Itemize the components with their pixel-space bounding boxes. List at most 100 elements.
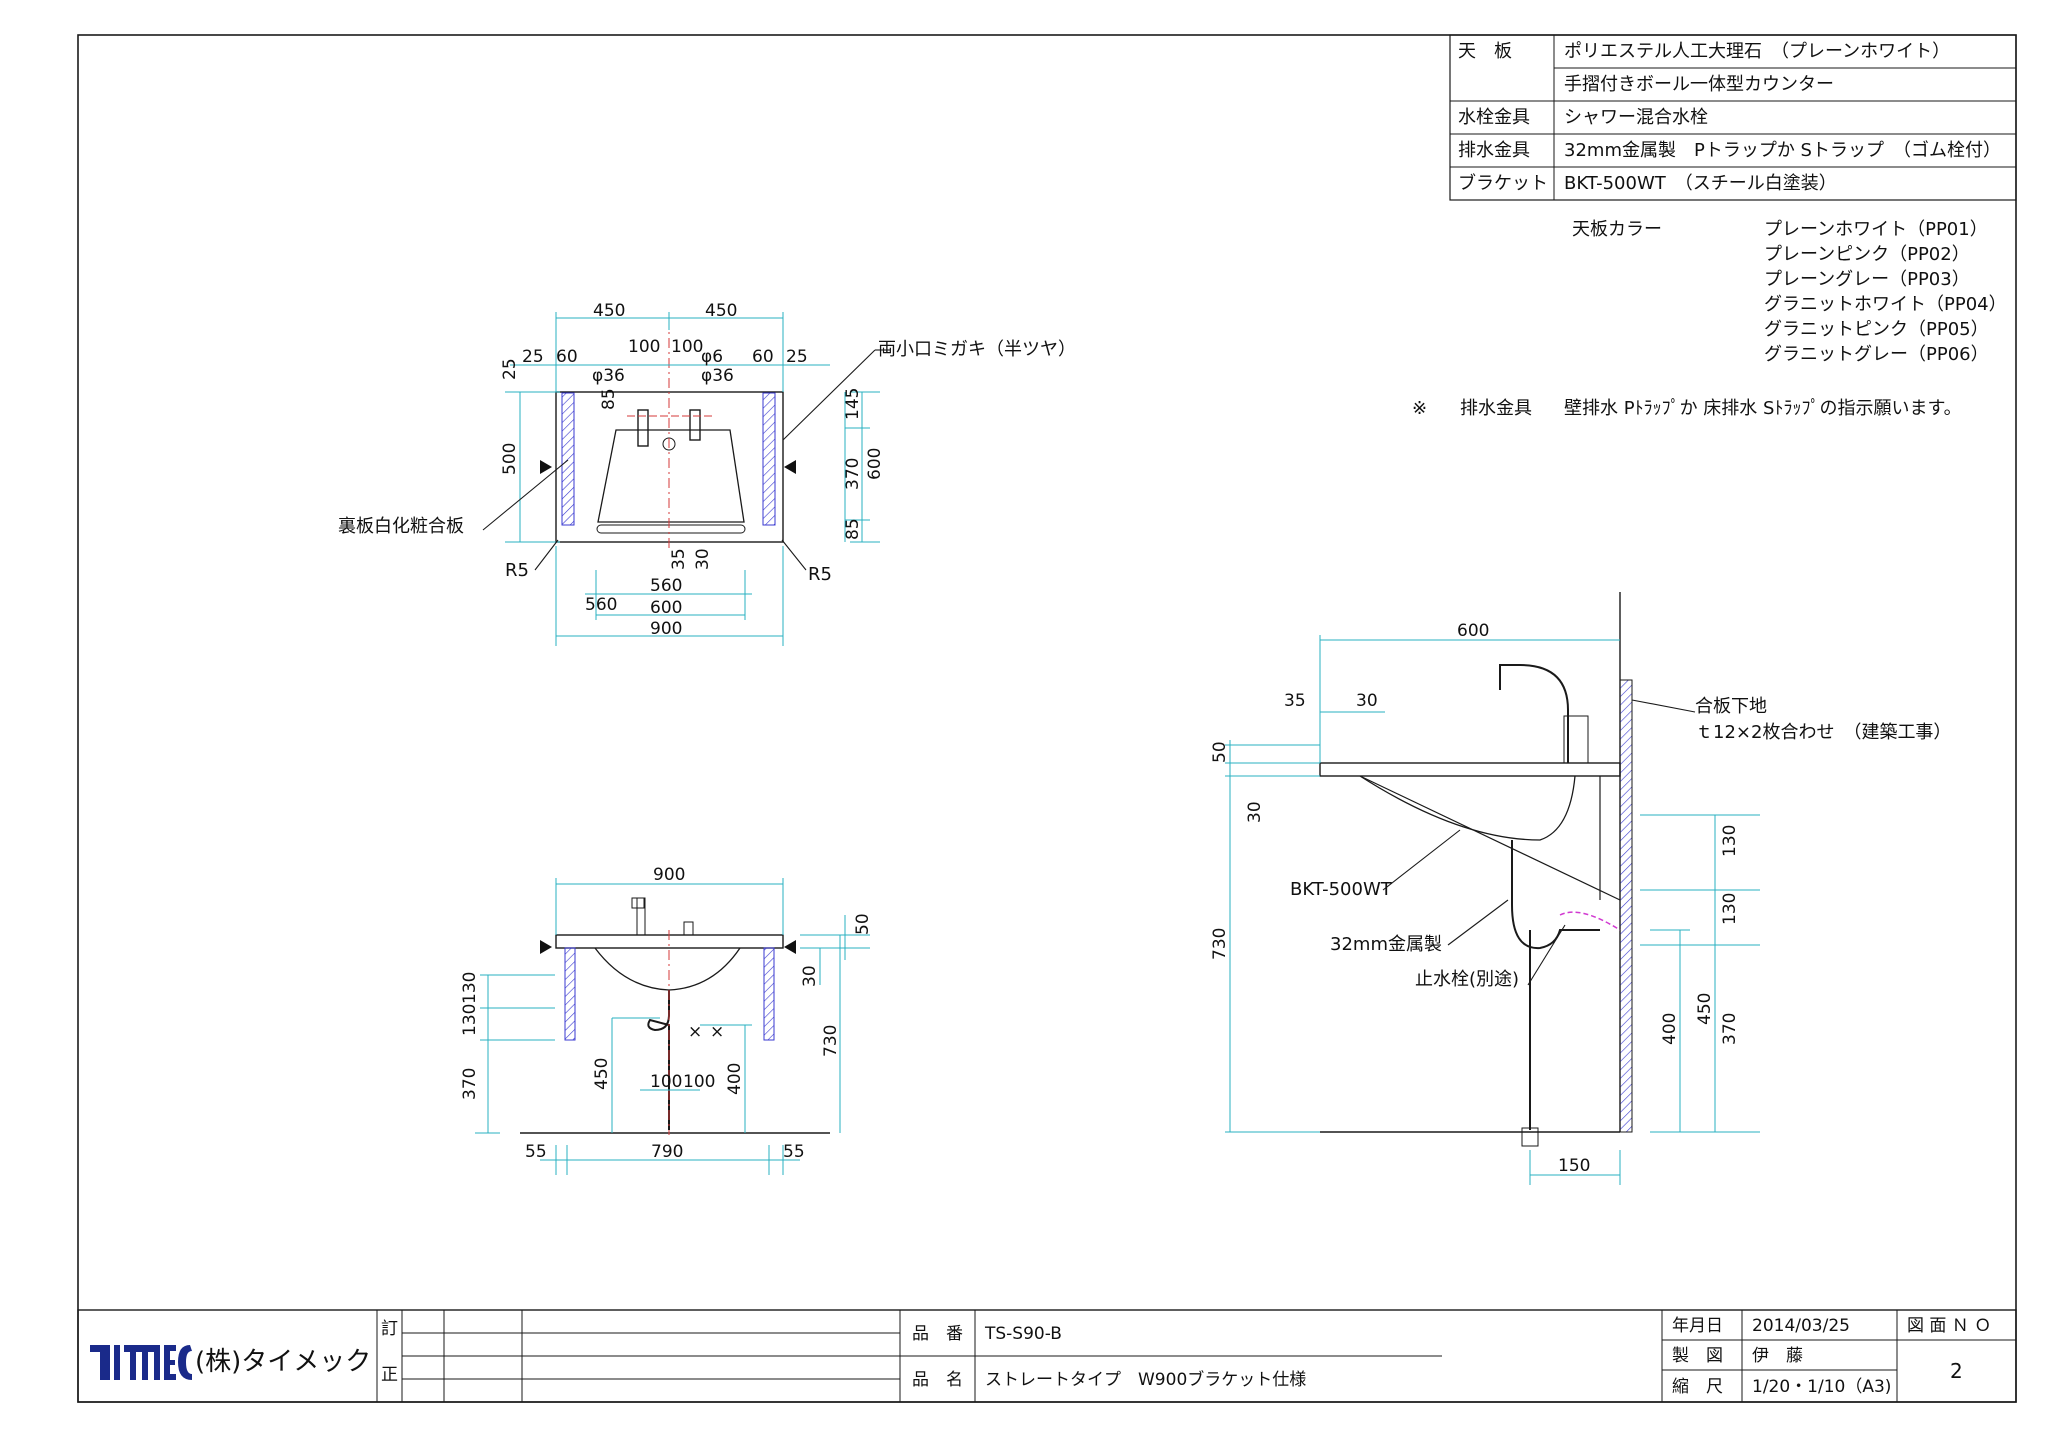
plan-dim-v30: 30: [693, 548, 713, 570]
side-drain-label: 32mm金属製: [1330, 934, 1442, 955]
front-dim-370: 370: [460, 1068, 480, 1100]
rev-label-1: 正: [381, 1365, 398, 1385]
plan-dim-25a: 25: [522, 347, 544, 367]
side-dim-400: 400: [1660, 1013, 1680, 1045]
plan-dim-v145: 145: [843, 388, 863, 420]
plan-dim-v85b: 85: [843, 518, 863, 540]
drain-note: ※ 排水金具 壁排水 Pﾄﾗｯﾌﾟか 床排水 Sﾄﾗｯﾌﾟの指示願います。: [1412, 398, 1962, 419]
front-dim-400: 400: [725, 1063, 745, 1095]
spec-label-4: ブラケット: [1458, 172, 1548, 194]
front-dim-900: 900: [653, 865, 685, 885]
part-no: TS-S90-B: [984, 1324, 1062, 1344]
plan-dim-v500: 500: [500, 443, 520, 475]
scale-label: 縮 尺: [1672, 1377, 1723, 1397]
front-dim-30: 30: [800, 965, 820, 987]
plan-dim-450b: 450: [705, 301, 737, 321]
color-option-3: グラニットホワイト（PP04）: [1764, 294, 2007, 315]
front-dim-130a: 130: [460, 972, 480, 1004]
title-block: (株)タイメック 訂 正 品 番 TS-S90-B 品 名 ストレートタイプ W…: [77, 1309, 2017, 1403]
side-dim-150: 150: [1558, 1156, 1590, 1176]
color-option-2: プレーングレー（PP03）: [1764, 269, 1970, 290]
front-dim-100b: 100: [683, 1072, 715, 1092]
plan-dim-v370: 370: [843, 458, 863, 490]
color-option-1: プレーンピンク（PP02）: [1764, 244, 1970, 265]
front-valve-a: ×: [688, 1022, 702, 1042]
plan-view: 450 450 25 60 100 100 60 25 φ36 φ6 φ36 5…: [338, 301, 1076, 646]
front-dim-100a: 100: [650, 1072, 682, 1092]
color-options: 天板カラー プレーンホワイト（PP01） プレーンピンク（PP02） プレーング…: [1572, 219, 2007, 365]
note-text: 壁排水 Pﾄﾗｯﾌﾟか 床排水 Sﾄﾗｯﾌﾟの指示願います。: [1564, 398, 1962, 419]
scale: 1/20・1/10（A3): [1752, 1377, 1891, 1397]
spec-value-1: 手摺付きボール一体型カウンター: [1564, 74, 1834, 95]
spec-label-0: 天 板: [1458, 41, 1512, 62]
part-no-label: 品 番: [912, 1324, 963, 1344]
side-dim-35: 35: [1284, 691, 1306, 711]
side-wall-base: 合板下地: [1695, 696, 1767, 717]
plan-dim-100a: 100: [628, 337, 660, 357]
note-mark: ※: [1412, 398, 1427, 419]
plan-dim-60a: 60: [556, 347, 578, 367]
side-dim-600: 600: [1457, 621, 1489, 641]
spec-table: 天 板 ポリエステル人工大理石 （プレーンホワイト） 手摺付きボール一体型カウン…: [1449, 34, 2017, 201]
plan-dim-v25: 25: [500, 358, 520, 380]
plan-dim-phi6: φ6: [701, 347, 723, 367]
spec-value-0: ポリエステル人工大理石 （プレーンホワイト）: [1564, 41, 1950, 62]
side-dim-370: 370: [1720, 1013, 1740, 1045]
front-valve-b: ×: [710, 1022, 724, 1042]
plan-dim-600: 600: [650, 598, 682, 618]
side-dim-130a: 130: [1720, 825, 1740, 857]
front-dim-55b: 55: [783, 1142, 805, 1162]
drawing-no: 2: [1950, 1359, 1963, 1383]
note-label: 排水金具: [1460, 398, 1532, 419]
spec-value-3: 32mm金属製 Pトラップか Sトラップ （ゴム栓付）: [1564, 140, 2001, 161]
side-dim-130b: 130: [1720, 893, 1740, 925]
plan-dim-25b: 25: [786, 347, 808, 367]
side-dim-30: 30: [1356, 691, 1378, 711]
front-dim-450: 450: [592, 1058, 612, 1090]
side-stop-valve: 止水栓(別途): [1415, 969, 1519, 990]
drawn-label: 製 図: [1672, 1346, 1723, 1366]
timec-logo: [90, 1345, 192, 1380]
rev-label-0: 訂: [381, 1319, 398, 1339]
front-dim-790: 790: [651, 1142, 683, 1162]
spec-label-2: 水栓金具: [1458, 107, 1530, 128]
plan-dim-450a: 450: [593, 301, 625, 321]
side-view: 600 35 30 50 30 730 130 130 400 450 370 …: [1210, 592, 1951, 1185]
spec-label-3: 排水金具: [1458, 140, 1530, 161]
drawing-no-label: 図 面 Ｎ Ｏ: [1907, 1316, 1991, 1336]
side-dim-730: 730: [1210, 928, 1230, 960]
spec-value-2: シャワー混合水栓: [1564, 107, 1708, 128]
side-bracket-label: BKT-500WT: [1290, 879, 1393, 900]
plan-back-board: 裏板白化粧合板: [338, 516, 464, 537]
side-wall-base-spec: ｔ12×2枚合わせ （建築工事）: [1695, 722, 1951, 743]
drawn-by: 伊 藤: [1752, 1346, 1803, 1366]
plan-dim-phi36b: φ36: [701, 366, 734, 386]
plan-dim-900: 900: [650, 619, 682, 639]
front-dim-730: 730: [821, 1025, 841, 1057]
plan-dim-v85: 85: [599, 388, 619, 410]
color-option-5: グラニットグレー（PP06）: [1764, 344, 1989, 365]
company-name: (株)タイメック: [195, 1347, 371, 1377]
plan-dim-560: 560: [585, 595, 617, 615]
plan-dim-v600: 600: [865, 448, 885, 480]
spec-value-4: BKT-500WT （スチール白塗装）: [1564, 172, 1837, 194]
part-name-label: 品 名: [912, 1370, 963, 1390]
plan-dim-60b: 60: [752, 347, 774, 367]
side-dim-450: 450: [1695, 993, 1715, 1025]
sheet-border: [77, 34, 2017, 1403]
side-dim-50: 50: [1210, 741, 1230, 763]
front-view: × ×: [460, 865, 873, 1175]
plan-dim-560-text: 560: [650, 576, 682, 596]
color-options-label: 天板カラー: [1572, 219, 1662, 240]
plan-dim-phi36a: φ36: [592, 366, 625, 386]
part-name: ストレートタイプ W900ブラケット仕様: [985, 1369, 1306, 1390]
plan-edge-finish: 両小口ミガキ（半ツヤ）: [878, 339, 1076, 360]
plan-dim-100b: 100: [671, 337, 703, 357]
front-dim-130b: 130: [460, 1004, 480, 1036]
front-dim-55a: 55: [525, 1142, 547, 1162]
plan-r5-left: R5: [505, 560, 529, 581]
date-label: 年月日: [1672, 1316, 1723, 1336]
side-dim-30v: 30: [1245, 801, 1265, 823]
plan-r5-right: R5: [808, 564, 832, 585]
